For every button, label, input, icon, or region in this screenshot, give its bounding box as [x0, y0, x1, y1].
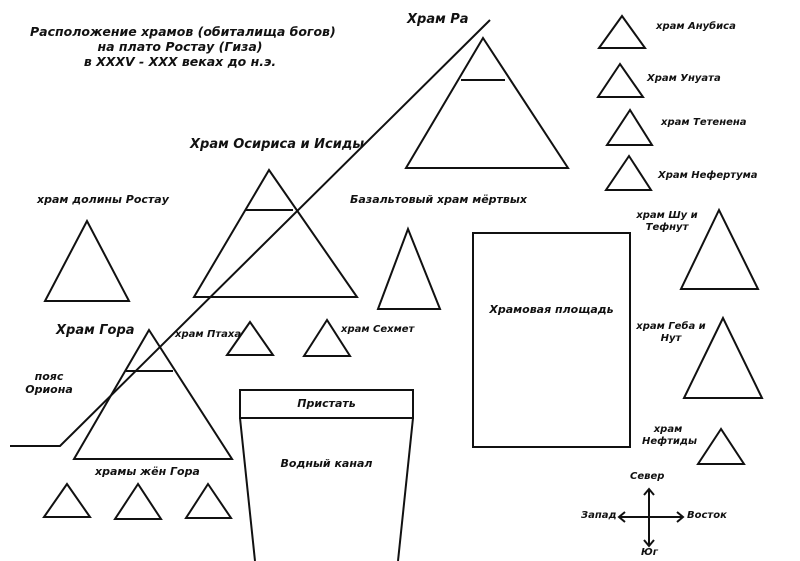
- label-temple-nephthys-line-2: Нефтиды: [642, 436, 697, 447]
- temple-geb-nut-shape: [682, 315, 764, 399]
- label-temple-geb-nut-line-1: храм Геба и: [636, 321, 706, 332]
- temple-sekhmet-shape: [302, 318, 352, 357]
- label-horus-wives-temples: храмы жён Гора: [95, 465, 200, 478]
- label-temple-wepwawet: Храм Унуата: [647, 73, 721, 84]
- compass-west: Запад: [581, 510, 617, 521]
- title-line-3: в XXXV - XXX веках до н.э.: [83, 54, 277, 69]
- horus-wife-temple-3-shape: [184, 482, 233, 519]
- temple-ptah-shape: [225, 320, 275, 356]
- temple-wepwawet-shape: [596, 62, 645, 98]
- title-line-1: Расположение храмов (обиталища богов): [30, 24, 336, 39]
- orion-belt-line: [10, 19, 491, 447]
- label-temple-geb-nut-line-2: Нут: [660, 333, 682, 344]
- temple-tetenen-shape: [605, 108, 654, 146]
- compass-east: Восток: [687, 510, 727, 521]
- horus-wife-temple-1-shape: [42, 482, 92, 518]
- label-orion-belt: пояс Ориона: [24, 370, 74, 396]
- temple-nephthys-shape: [696, 427, 746, 465]
- label-temple-ptah: храм Птаха: [175, 329, 242, 340]
- compass-south: Юг: [641, 547, 658, 558]
- label-temple-square: Храмовая площадь: [489, 303, 614, 316]
- label-temple-shu-tefnut-line-2: Тефнут: [645, 222, 689, 233]
- basalt-temple-shape: [376, 226, 442, 310]
- compass-north: Север: [630, 471, 665, 482]
- temple-ra-shape: [404, 36, 570, 169]
- label-orion-belt-line-1: пояс: [34, 370, 64, 383]
- label-temple-anubis: храм Анубиса: [656, 21, 736, 32]
- label-temple-tetenen: храм Тетенена: [661, 117, 747, 128]
- title-line-2: на плато Ростау (Гиза): [97, 39, 263, 54]
- map-title: Расположение храмов (обиталища богов) на…: [30, 24, 336, 69]
- temple-shu-tefnut-shape: [679, 207, 760, 290]
- compass-cross: [617, 487, 685, 548]
- temple-horus-shape: [72, 328, 234, 460]
- label-temple-nephthys: храм Нефтиды: [642, 424, 697, 448]
- temple-square-shape: [472, 232, 631, 448]
- temple-osiris-isis-shape: [192, 168, 359, 298]
- label-temple-sekhmet: храм Сехмет: [341, 324, 415, 335]
- temple-valley-rostau-shape: [43, 218, 131, 302]
- temple-anubis-shape: [597, 14, 647, 49]
- temple-nefertum-shape: [604, 154, 653, 191]
- label-temple-valley-rostau: храм долины Ростау: [37, 193, 169, 206]
- label-temple-nefertum: Храм Нефертума: [658, 170, 758, 181]
- label-temple-horus: Храм Гора: [56, 323, 135, 338]
- label-temple-shu-tefnut-line-1: храм Шу и: [636, 210, 698, 221]
- label-orion-belt-line-2: Ориона: [25, 383, 73, 397]
- label-water-channel: Водный канал: [280, 457, 373, 470]
- label-temple-osiris-isis: Храм Осириса и Исиды: [190, 137, 365, 152]
- label-pier: Пристать: [297, 397, 356, 410]
- label-temple-ra: Храм Ра: [407, 12, 469, 27]
- label-temple-nephthys-line-1: храм: [653, 424, 683, 435]
- label-basalt-temple: Базальтовый храм мёртвых: [350, 193, 527, 206]
- pier-channel-shape: [239, 389, 414, 561]
- horus-wife-temple-2-shape: [113, 482, 163, 520]
- label-temple-geb-nut: храм Геба и Нут: [636, 321, 706, 345]
- label-temple-shu-tefnut: храм Шу и Тефнут: [632, 210, 702, 234]
